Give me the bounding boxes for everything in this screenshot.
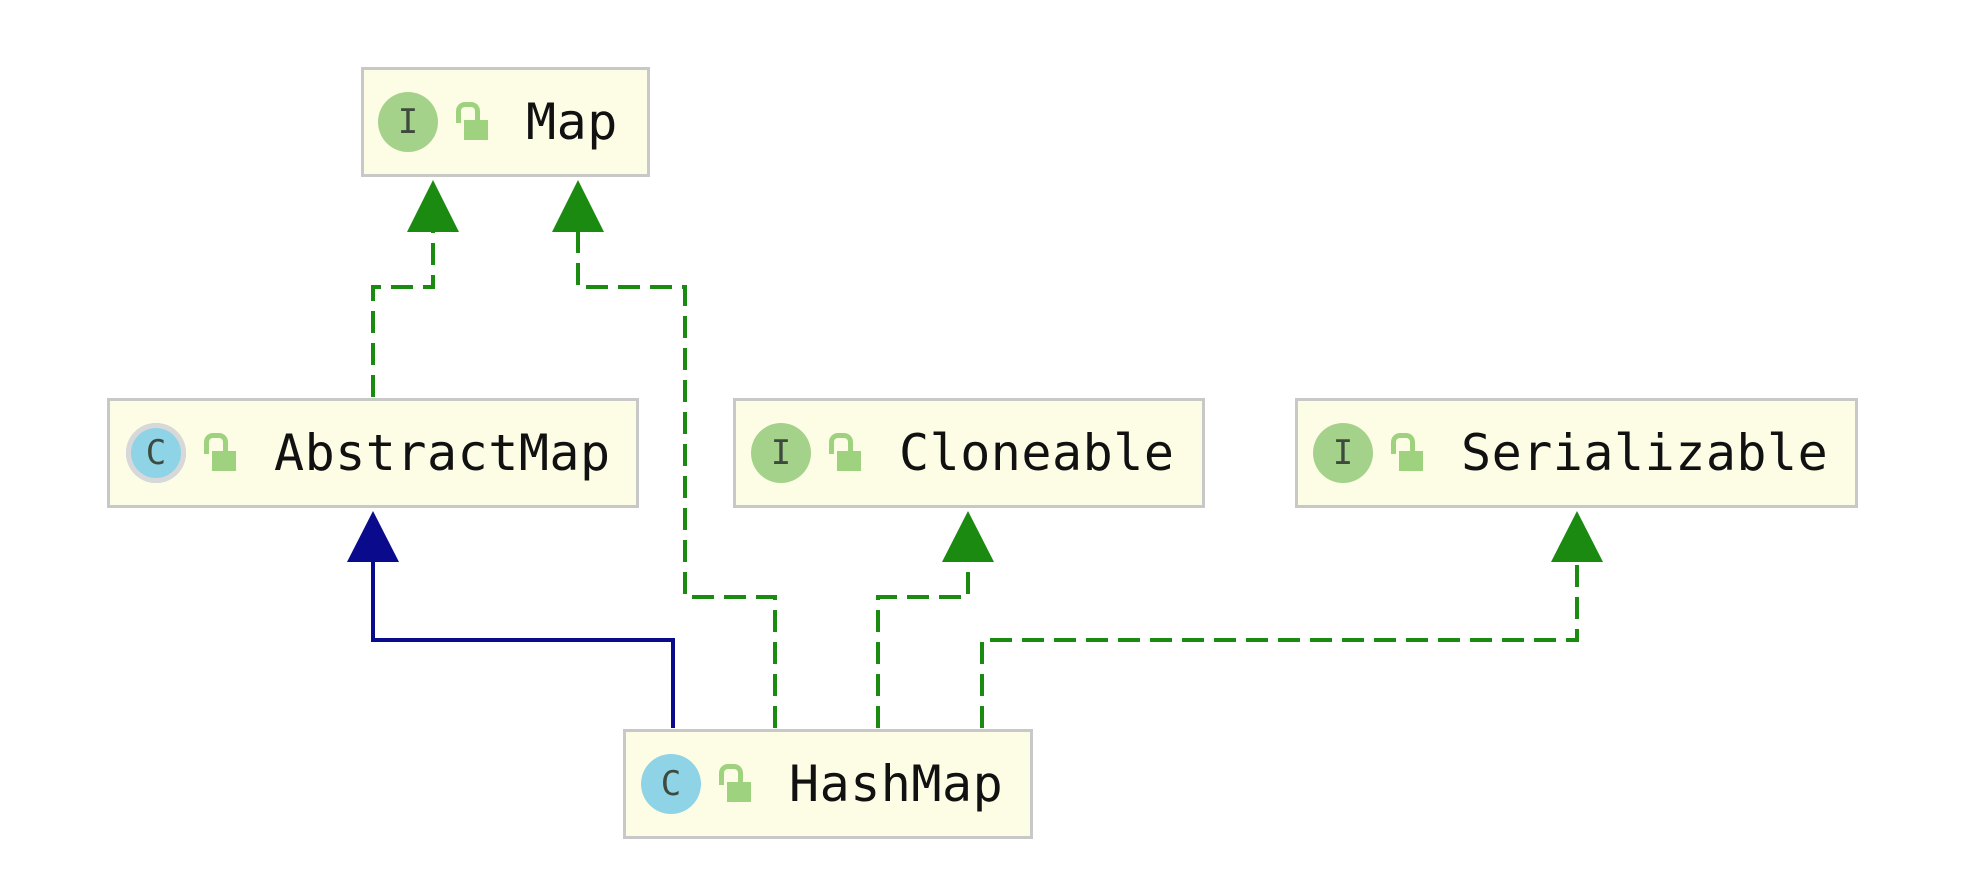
arrowhead-hashmap-to-serializable: [1551, 511, 1603, 562]
node-name-map: Map: [526, 93, 618, 151]
node-cloneable[interactable]: I Cloneable: [733, 398, 1205, 508]
class-icon: C: [641, 754, 701, 814]
edge-hashmap-implements-serializable: [980, 558, 1579, 728]
unlocked-public-icon: [829, 433, 861, 473]
arrowhead-hashmap-to-map: [552, 180, 604, 232]
unlocked-public-icon: [456, 102, 488, 142]
edge-hashmap-implements-map: [576, 230, 777, 728]
node-map[interactable]: I Map: [361, 67, 650, 177]
unlocked-public-icon: [204, 433, 236, 473]
arrowhead-hashmap-to-abstractmap: [347, 511, 399, 562]
interface-icon: I: [1313, 423, 1373, 483]
unlocked-public-icon: [719, 764, 751, 804]
node-abstractmap[interactable]: C AbstractMap: [107, 398, 639, 508]
node-serializable[interactable]: I Serializable: [1295, 398, 1858, 508]
arrowhead-abstractmap-to-map: [407, 180, 459, 232]
node-name-cloneable: Cloneable: [899, 424, 1175, 482]
abstract-class-icon: C: [126, 423, 186, 483]
node-hashmap[interactable]: C HashMap: [623, 729, 1033, 839]
node-name-abstractmap: AbstractMap: [274, 424, 611, 482]
arrowhead-hashmap-to-cloneable: [942, 511, 994, 562]
edge-abstractmap-implements-map: [371, 230, 435, 397]
interface-icon: I: [378, 92, 438, 152]
interface-icon: I: [751, 423, 811, 483]
edge-hashmap-implements-cloneable: [876, 558, 970, 728]
edge-hashmap-extends-abstractmap: [371, 558, 675, 728]
unlocked-public-icon: [1391, 433, 1423, 473]
node-name-serializable: Serializable: [1461, 424, 1829, 482]
node-name-hashmap: HashMap: [789, 755, 1004, 813]
